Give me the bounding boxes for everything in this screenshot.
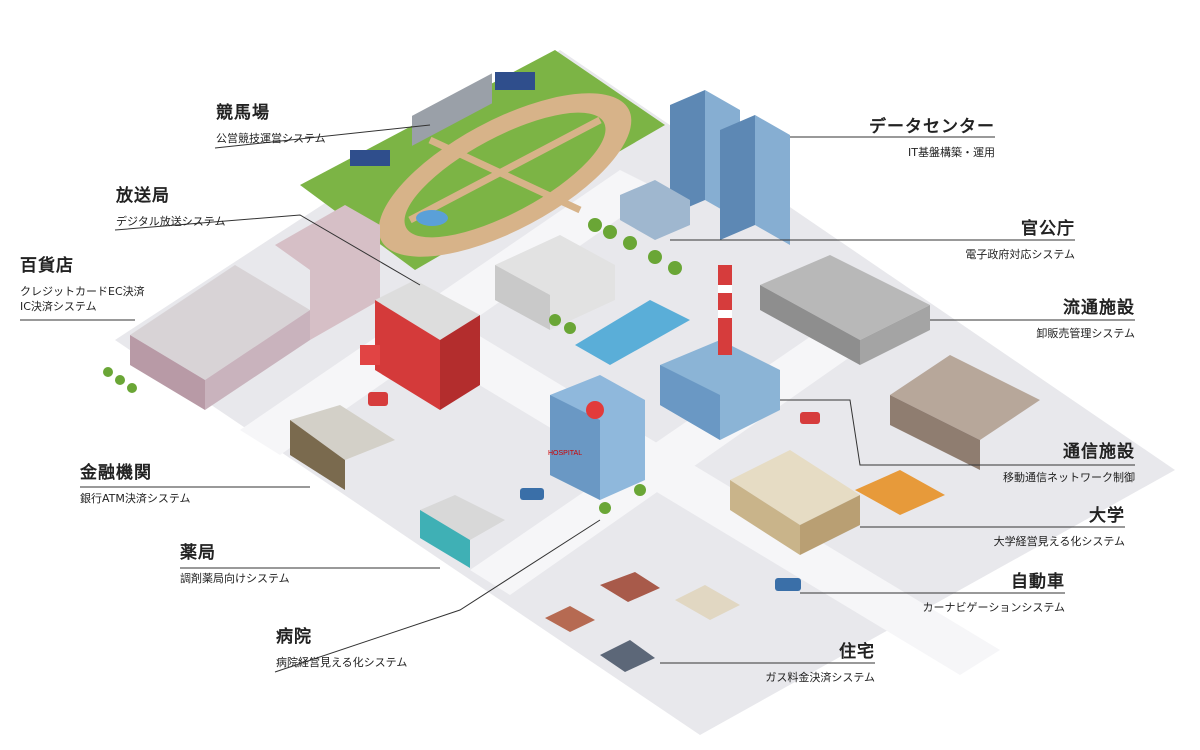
hospital-building: HOSPITAL (548, 375, 645, 500)
distribution-warehouse (760, 255, 930, 365)
label-data: データセンター IT基盤構築・運用 (869, 117, 995, 160)
pharmacy-building (420, 495, 505, 568)
label-keiba: 競馬場 公営競技運営システム (216, 103, 326, 146)
department-store-building (130, 205, 380, 410)
jidousha-title: 自動車 (1011, 572, 1065, 592)
juutaku-sub: ガス料金決済システム (765, 671, 875, 684)
label-kankou: 官公庁 電子政府対応システム (965, 219, 1075, 262)
label-ryuutsu: 流通施設 卸販売管理システム (1036, 298, 1135, 341)
apartment-blocks (890, 355, 1040, 470)
tsuushin-title: 通信施設 (1063, 442, 1135, 462)
label-jidousha: 自動車 カーナビゲーションシステム (923, 572, 1065, 615)
label-daigaku: 大学 大学経営見える化システム (994, 506, 1125, 549)
cars (368, 392, 820, 591)
daigaku-sub: 大学経営見える化システム (993, 535, 1125, 548)
government-building (495, 235, 690, 365)
communication-building (660, 265, 780, 440)
label-byouin: 病院 病院経営見える化システム (276, 627, 407, 670)
kankou-sub: 電子政府対応システム (965, 248, 1075, 261)
label-tsuushin: 通信施設 移動通信ネットワーク制御 (1003, 442, 1135, 485)
keiba-title: 競馬場 (216, 103, 270, 123)
label-housou: 放送局 デジタル放送システム (116, 186, 225, 229)
label-hyakka: 百貨店 クレジットカードEC決済 IC決済システム (20, 256, 145, 314)
byouin-sub: 病院経営見える化システム (276, 656, 408, 669)
ryuutsu-sub: 卸販売管理システム (1036, 327, 1135, 340)
label-juutaku: 住宅 ガス料金決済システム (765, 642, 875, 685)
hyakka-sub: クレジットカードEC決済 IC決済システム (20, 285, 145, 313)
ryuutsu-title: 流通施設 (1063, 298, 1135, 318)
road-diagonal (380, 300, 1000, 675)
kinyu-title: 金融機関 (80, 463, 152, 483)
hospital-sign: HOSPITAL (548, 450, 582, 457)
university-building (730, 450, 945, 555)
data-sub: IT基盤構築・運用 (908, 146, 995, 159)
daigaku-title: 大学 (1089, 506, 1125, 526)
racecourse (300, 50, 665, 270)
label-yakkyoku: 薬局 調剤薬局向けシステム (180, 543, 290, 586)
juutaku-title: 住宅 (839, 642, 875, 662)
leader-lines (20, 124, 1135, 673)
hyakka-title: 百貨店 (20, 256, 74, 276)
houses (545, 572, 740, 672)
yakkyoku-title: 薬局 (180, 543, 216, 563)
broadcast-station-building (360, 280, 480, 410)
data-title: データセンター (869, 117, 995, 137)
kinyu-sub: 銀行ATM決済システム (80, 492, 191, 505)
data-center-building (620, 90, 790, 245)
trees (103, 218, 682, 514)
jidousha-sub: カーナビゲーションシステム (922, 601, 1065, 614)
keiba-sub: 公営競技運営システム (216, 132, 326, 145)
housou-sub: デジタル放送システム (116, 215, 226, 228)
bank-building (290, 405, 395, 490)
housou-title: 放送局 (116, 186, 170, 206)
tsuushin-sub: 移動通信ネットワーク制御 (1003, 471, 1135, 484)
kankou-title: 官公庁 (1021, 219, 1075, 239)
label-kinyu: 金融機関 銀行ATM決済システム (80, 463, 191, 506)
byouin-title: 病院 (276, 627, 312, 647)
yakkyoku-sub: 調剤薬局向けシステム (180, 572, 290, 585)
